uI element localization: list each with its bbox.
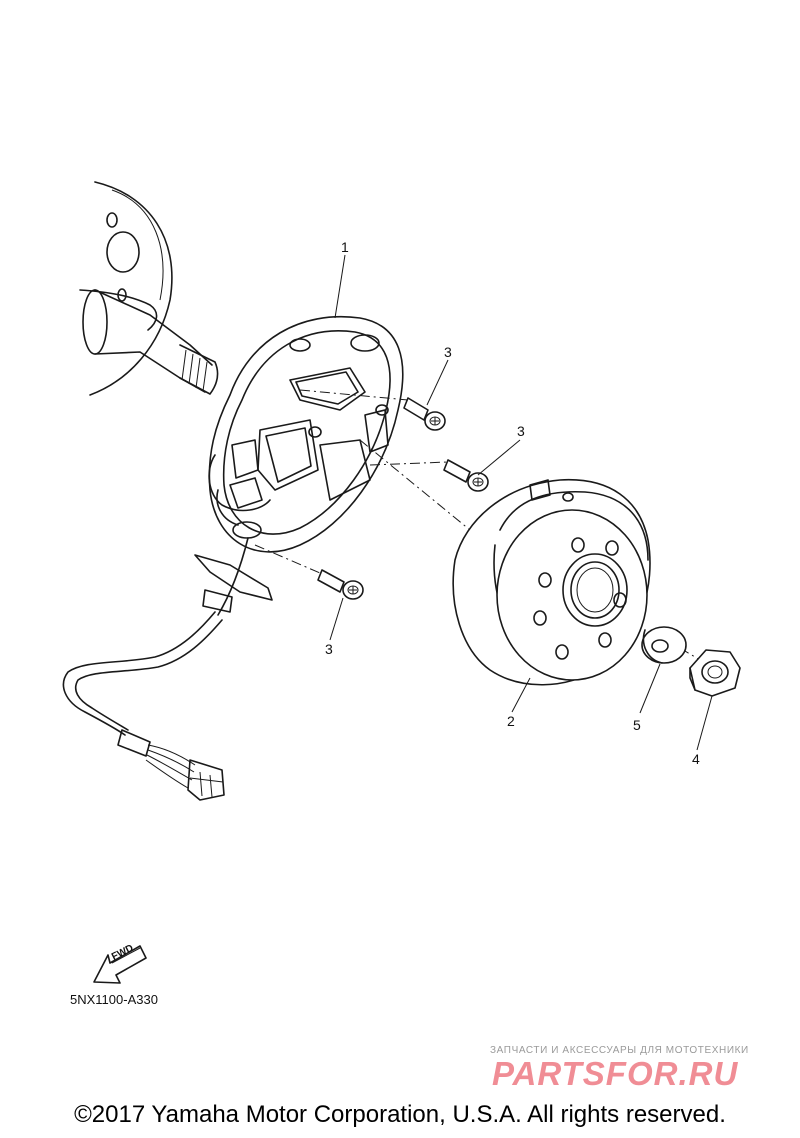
screw-bottom	[317, 569, 364, 600]
watermark-tagline: ЗАПЧАСТИ И АКСЕССУАРЫ ДЛЯ МОТОТЕХНИКИ	[490, 1045, 749, 1056]
callout-1: 1	[341, 239, 349, 255]
callout-4: 4	[692, 751, 700, 767]
callout-3-bottom: 3	[325, 641, 333, 657]
flywheel-rotor	[452, 478, 651, 686]
leader-lines	[329, 254, 713, 751]
screw-middle	[443, 459, 489, 492]
crankshaft	[82, 289, 219, 395]
screw-top	[403, 397, 446, 431]
wire-harness	[62, 537, 273, 801]
watermark-logo: PARTSFOR.RU	[492, 1055, 739, 1092]
callout-3-top: 3	[444, 344, 452, 360]
callout-5: 5	[633, 717, 641, 733]
callout-2: 2	[507, 713, 515, 729]
flange-nut	[689, 649, 741, 697]
callout-3-middle: 3	[517, 423, 525, 439]
fwd-arrow-icon	[93, 945, 147, 984]
copyright-notice: ©2017 Yamaha Motor Corporation, U.S.A. A…	[74, 1101, 726, 1128]
washer	[641, 626, 687, 664]
crankcase-outline	[79, 181, 173, 396]
stator-assembly	[208, 316, 404, 553]
diagram-code: 5NX1100-A330	[70, 992, 158, 1007]
